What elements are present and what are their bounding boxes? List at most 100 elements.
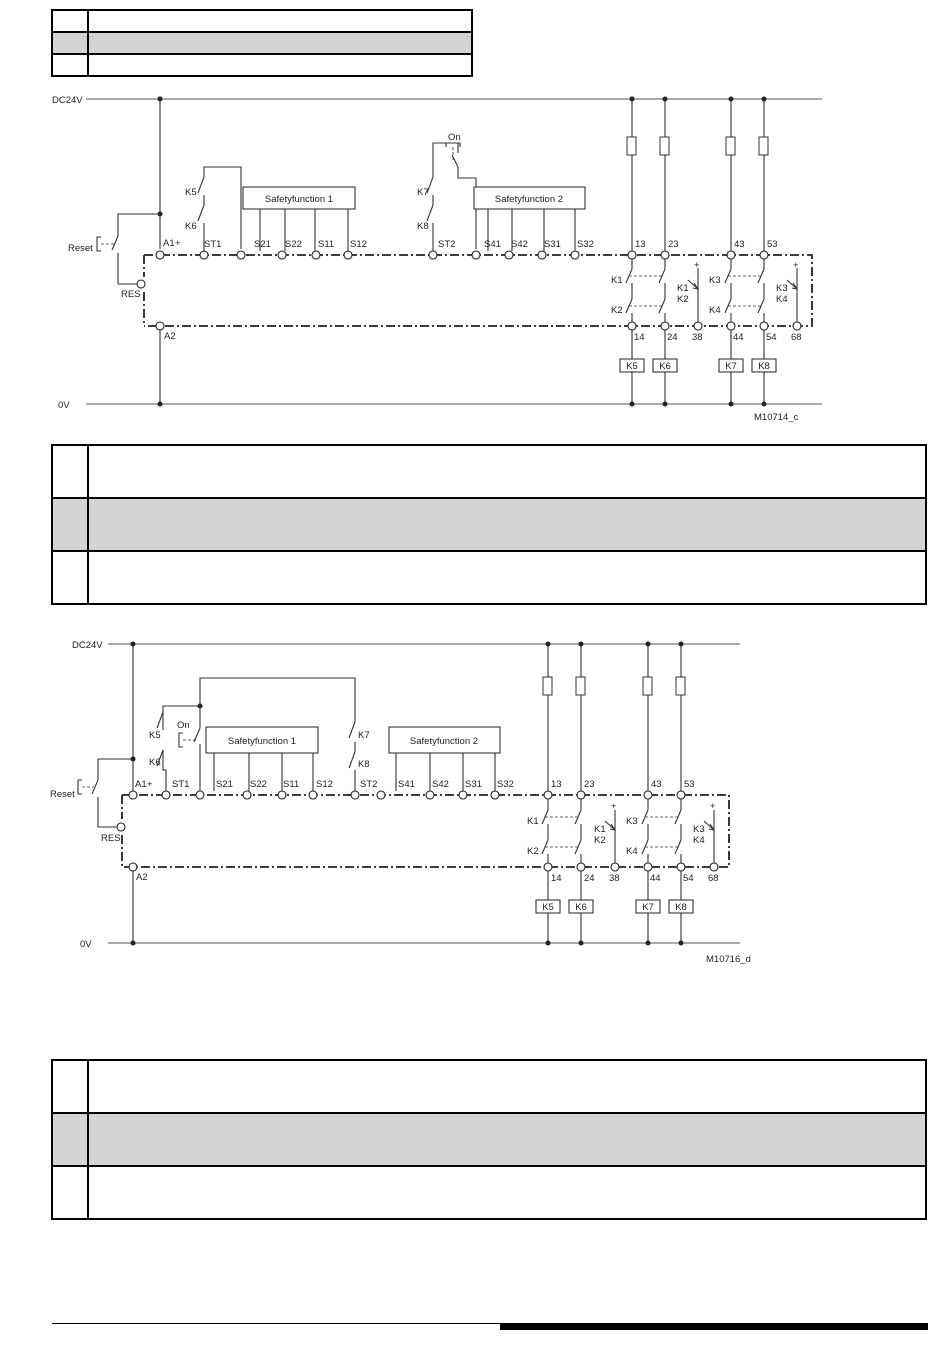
k1-label: K1 bbox=[527, 816, 539, 827]
table-row bbox=[51, 1059, 927, 1114]
st2-label: ST2 bbox=[438, 239, 455, 250]
a1-label: A1 bbox=[135, 779, 147, 790]
a2-label: A2 bbox=[164, 331, 176, 342]
fuse bbox=[725, 136, 736, 156]
reset-label: Reset bbox=[68, 243, 93, 254]
bottom-table bbox=[51, 1059, 927, 1220]
terminal-54: 54 bbox=[683, 873, 694, 884]
plus-sign: + bbox=[793, 260, 799, 271]
terminal-14: 14 bbox=[634, 332, 645, 343]
k7-label: K7 bbox=[358, 730, 370, 741]
k2-label: K2 bbox=[611, 305, 623, 316]
k8-label: K8 bbox=[417, 221, 429, 232]
table-row bbox=[51, 53, 473, 77]
a2-label: A2 bbox=[136, 872, 148, 883]
relay-coil-k8 bbox=[668, 899, 694, 914]
table-row bbox=[51, 444, 927, 499]
coil-k8-label: K8 bbox=[675, 902, 687, 913]
terminal-68: 68 bbox=[791, 332, 802, 343]
middle-table bbox=[51, 444, 927, 605]
coil-k5-label: K5 bbox=[626, 361, 638, 372]
plus-sign: + bbox=[710, 801, 716, 812]
terminal-14: 14 bbox=[551, 873, 562, 884]
k3-label: K3 bbox=[626, 816, 638, 827]
terminal-23: 23 bbox=[584, 779, 595, 790]
k6-label: K6 bbox=[185, 221, 197, 232]
relay-coil-k8 bbox=[751, 358, 777, 373]
on-label: On bbox=[177, 720, 190, 731]
st1-label: ST1 bbox=[204, 239, 221, 250]
wiring-diagram-1: DC24V 0V A1 + A2 Reset RES K5 K6 ST1 Saf… bbox=[52, 95, 822, 423]
fuse bbox=[659, 136, 670, 156]
safetyfunction-1-box bbox=[242, 186, 356, 210]
safetyfunction-1-label: Safetyfunction 1 bbox=[265, 194, 333, 205]
terminal-13: 13 bbox=[635, 239, 646, 250]
drawing-code: M10716_d bbox=[706, 954, 751, 965]
terminal-53: 53 bbox=[684, 779, 695, 790]
k1-k2-label-top: K1 bbox=[677, 283, 689, 294]
supply-label: DC24V bbox=[52, 95, 83, 106]
terminal-44: 44 bbox=[650, 873, 661, 884]
fuse bbox=[675, 676, 686, 696]
k5-label: K5 bbox=[149, 730, 161, 741]
relay-coil-k7 bbox=[635, 899, 661, 914]
footer-bar bbox=[500, 1324, 928, 1330]
s12-label: S12 bbox=[350, 239, 367, 250]
coil-k6-label: K6 bbox=[659, 361, 671, 372]
supply-label: DC24V bbox=[72, 640, 103, 651]
fuse bbox=[575, 676, 586, 696]
reset-label: Reset bbox=[50, 789, 75, 800]
safetyfunction-2-label: Safetyfunction 2 bbox=[410, 736, 478, 747]
table-row bbox=[51, 1112, 927, 1167]
k1-k2-label-bottom: K2 bbox=[677, 294, 689, 305]
s12-label: S12 bbox=[316, 779, 333, 790]
plus-sign: + bbox=[694, 260, 700, 271]
coil-k7-label: K7 bbox=[642, 902, 654, 913]
fuse bbox=[642, 676, 653, 696]
terminal-54: 54 bbox=[766, 332, 777, 343]
st2-label: ST2 bbox=[360, 779, 377, 790]
plus-sign: + bbox=[611, 801, 617, 812]
table-row bbox=[51, 1165, 927, 1220]
k4-label: K4 bbox=[626, 846, 638, 857]
k3-k4-label-top: K3 bbox=[693, 824, 705, 835]
fuse bbox=[542, 676, 553, 696]
k3-k4-label-top: K3 bbox=[776, 283, 788, 294]
table-row bbox=[51, 550, 927, 605]
k7-label: K7 bbox=[417, 187, 429, 198]
safetyfunction-2-label: Safetyfunction 2 bbox=[495, 194, 563, 205]
k6-label: K6 bbox=[149, 757, 161, 768]
fuse bbox=[626, 136, 637, 156]
table-row bbox=[51, 9, 473, 33]
terminal-23: 23 bbox=[668, 239, 679, 250]
k3-k4-label-bottom: K4 bbox=[693, 835, 705, 846]
s32-label: S32 bbox=[497, 779, 514, 790]
s22-label: S22 bbox=[250, 779, 267, 790]
k2-label: K2 bbox=[527, 846, 539, 857]
k1-label: K1 bbox=[611, 275, 623, 286]
k3-k4-label-bottom: K4 bbox=[776, 294, 788, 305]
s11-label: S11 bbox=[318, 239, 334, 250]
coil-k5-label: K5 bbox=[542, 902, 554, 913]
relay-coil-k5 bbox=[619, 358, 645, 373]
res-label: RES bbox=[121, 289, 141, 300]
table-row bbox=[51, 31, 473, 55]
safetyfunction-1-label: Safetyfunction 1 bbox=[228, 736, 296, 747]
terminal-24: 24 bbox=[584, 873, 595, 884]
relay-coil-k5 bbox=[535, 899, 561, 914]
terminal-38: 38 bbox=[609, 873, 620, 884]
terminal-53: 53 bbox=[767, 239, 778, 250]
coil-k6-label: K6 bbox=[575, 902, 587, 913]
s21-label: S21 bbox=[254, 239, 271, 250]
s21-label: S21 bbox=[216, 779, 233, 790]
k1-k2-label-bottom: K2 bbox=[594, 835, 606, 846]
coil-k8-label: K8 bbox=[758, 361, 770, 372]
coil-k7-label: K7 bbox=[725, 361, 737, 372]
safetyfunction-2-box bbox=[388, 726, 501, 754]
k1-k2-label-top: K1 bbox=[594, 824, 606, 835]
res-label: RES bbox=[101, 833, 121, 844]
st1-label: ST1 bbox=[172, 779, 189, 790]
a1-sign: + bbox=[175, 238, 181, 249]
s22-label: S22 bbox=[285, 239, 302, 250]
terminal-13: 13 bbox=[551, 779, 562, 790]
